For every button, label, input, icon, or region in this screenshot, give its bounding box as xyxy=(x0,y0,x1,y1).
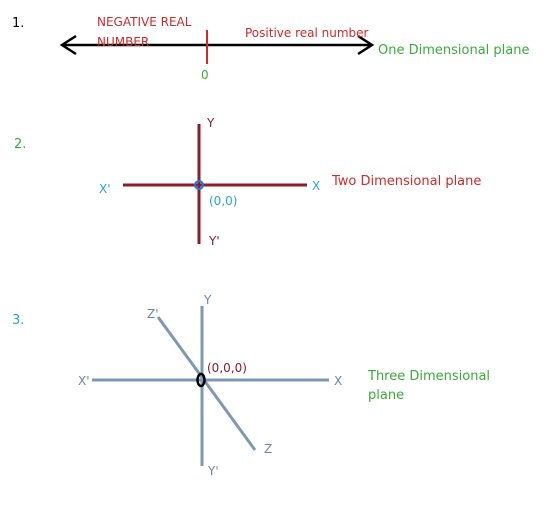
zero-label: 0 xyxy=(201,68,209,82)
left-arrowhead-icon xyxy=(59,34,77,56)
y-label-2d: Y xyxy=(206,116,215,130)
negative-real-label-line1: NEGATIVE REAL xyxy=(97,15,192,29)
positive-real-label: Positive real number xyxy=(245,26,369,40)
x-prime-label-2d: X' xyxy=(99,182,111,196)
three-dimensional-section: 3. Y Y' X X' Z Z' (0,0,0) Three Dimensio… xyxy=(12,293,490,478)
two-dimensional-plane-label: Two Dimensional plane xyxy=(331,174,481,189)
two-dimensional-section: 2. Y Y' X X' (0,0) Two Dimensional plane xyxy=(14,116,481,248)
y-prime-label-2d: Y' xyxy=(208,234,220,248)
section-3-number: 3. xyxy=(12,313,24,328)
origin-point-2d xyxy=(194,180,204,190)
section-1-number: 1. xyxy=(12,16,24,31)
origin-point-3d xyxy=(196,372,206,388)
one-dimensional-plane-label: One Dimensional plane xyxy=(378,43,529,58)
x-label-2d: X xyxy=(312,179,320,193)
y-label-3d: Y xyxy=(203,293,212,307)
negative-real-label-line2: NUMBER xyxy=(97,35,149,49)
x-prime-label-3d: X' xyxy=(78,374,90,388)
origin-label-3d: (0,0,0) xyxy=(207,361,247,375)
x-label-3d: X xyxy=(334,374,342,388)
z-axis-3d xyxy=(156,316,257,451)
z-label-3d: Z xyxy=(264,442,272,456)
right-arrowhead-icon xyxy=(357,34,375,56)
one-dimensional-section: 1. NEGATIVE REAL NUMBER Positive real nu… xyxy=(12,15,529,82)
section-2-number: 2. xyxy=(14,137,26,152)
three-dimensional-plane-label-line1: Three Dimensional xyxy=(367,369,490,384)
z-prime-label-3d: Z' xyxy=(147,307,159,321)
origin-label-2d: (0,0) xyxy=(209,194,237,208)
three-dimensional-plane-label-line2: plane xyxy=(368,388,404,403)
y-prime-label-3d: Y' xyxy=(207,464,219,478)
